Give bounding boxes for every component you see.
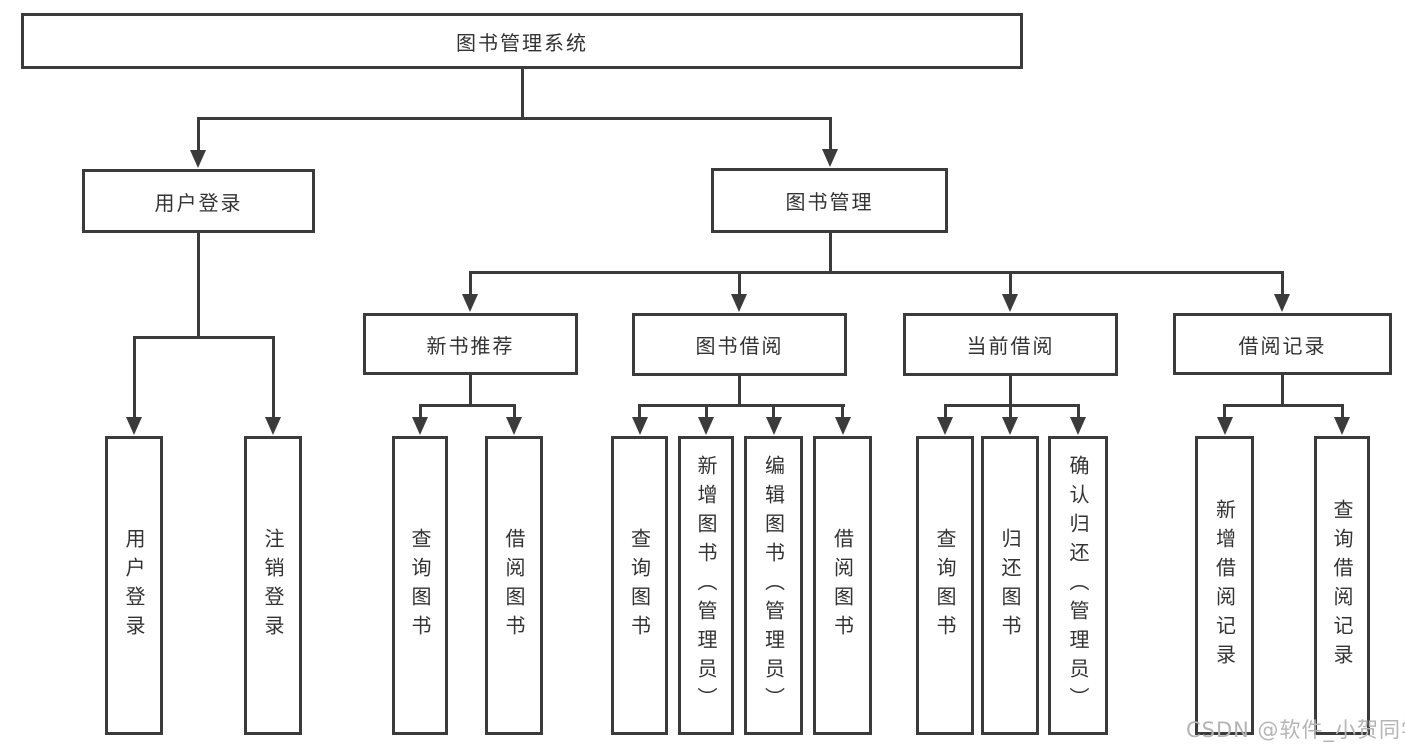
connector-line <box>828 233 832 273</box>
node-label: 新增图书（管理员） <box>694 455 718 716</box>
node-new-book-recommend: 新书推荐 <box>363 313 578 375</box>
node-current-borrow: 当前借阅 <box>903 313 1118 376</box>
node-label: 查询图书 <box>408 527 432 644</box>
arrow-down-icon <box>698 405 714 435</box>
leaf-add-book-admin: 新增图书（管理员） <box>678 436 734 735</box>
node-library-system: 图书管理系统 <box>21 13 1023 69</box>
connector-line <box>1222 403 1344 407</box>
connector-line <box>1280 375 1284 406</box>
leaf-borrow-books-1: 借阅图书 <box>485 436 543 735</box>
node-book-management: 图书管理 <box>711 168 948 233</box>
leaf-query-books-3: 查询图书 <box>916 436 974 735</box>
arrow-down-icon <box>834 405 851 435</box>
node-label: 用户登录 <box>122 527 146 644</box>
connector-line <box>737 376 741 406</box>
arrow-down-icon <box>1002 405 1018 435</box>
node-label: 新书推荐 <box>426 333 515 358</box>
node-user-login: 用户登录 <box>82 169 315 233</box>
connector-line <box>132 335 275 339</box>
connector-line <box>468 375 472 406</box>
node-label: 图书管理系统 <box>456 30 588 55</box>
node-label: 确认归还（管理员） <box>1066 455 1090 716</box>
arrow-down-icon <box>462 272 478 312</box>
node-label: 用户登录 <box>154 190 243 215</box>
node-label: 查询借阅记录 <box>1330 498 1354 673</box>
arrow-down-icon <box>937 405 953 435</box>
leaf-edit-book-admin: 编辑图书（管理员） <box>744 436 803 735</box>
arrow-down-icon <box>1334 405 1350 435</box>
connector-line <box>468 270 1284 274</box>
node-label: 图书管理 <box>785 190 874 214</box>
csdn-watermark: CSDN @软件_小贺同学 <box>1186 718 1405 742</box>
arrow-down-icon <box>1274 272 1290 312</box>
node-label: 借阅图书 <box>830 527 855 644</box>
node-label: 编辑图书（管理员） <box>761 455 786 716</box>
connector-line <box>943 403 1080 407</box>
leaf-add-borrow-record: 新增借阅记录 <box>1195 436 1254 735</box>
node-label: 借阅记录 <box>1238 333 1327 358</box>
node-label: 查询图书 <box>627 527 652 644</box>
connector-line <box>196 233 200 338</box>
node-book-borrow: 图书借阅 <box>632 313 847 376</box>
arrow-down-icon <box>1070 405 1086 435</box>
connector-line <box>637 403 845 407</box>
node-borrow-records: 借阅记录 <box>1173 313 1392 375</box>
connector-line <box>1008 376 1012 406</box>
arrow-down-icon <box>126 337 142 435</box>
leaf-confirm-return-admin: 确认归还（管理员） <box>1048 436 1108 735</box>
arrow-down-icon <box>731 272 747 312</box>
arrow-down-icon <box>1216 405 1233 435</box>
node-label: 注销登录 <box>261 527 285 644</box>
leaf-user-login: 用户登录 <box>105 436 163 735</box>
node-label: 借阅图书 <box>502 527 526 644</box>
arrow-down-icon <box>412 405 428 435</box>
leaf-query-borrow-record: 查询借阅记录 <box>1314 436 1370 735</box>
leaf-query-books-2: 查询图书 <box>611 436 668 735</box>
arrow-down-icon <box>265 337 281 435</box>
leaf-return-book: 归还图书 <box>981 436 1039 735</box>
node-label: 新增借阅记录 <box>1212 498 1237 673</box>
leaf-borrow-books-2: 借阅图书 <box>813 436 872 735</box>
connector-line <box>418 403 516 407</box>
arrow-down-icon <box>765 405 782 435</box>
node-label: 归还图书 <box>998 527 1022 644</box>
node-label: 图书借阅 <box>695 334 784 358</box>
arrow-down-icon <box>506 405 522 435</box>
connector-line <box>520 68 524 120</box>
arrow-down-icon <box>1002 272 1018 312</box>
leaf-logout: 注销登录 <box>244 436 302 735</box>
arrow-down-icon <box>631 405 648 435</box>
leaf-query-books-1: 查询图书 <box>392 436 448 735</box>
node-label: 查询图书 <box>933 527 957 644</box>
arrow-down-icon <box>190 118 206 168</box>
arrow-down-icon <box>822 118 838 167</box>
connector-line <box>196 116 832 120</box>
node-label: 当前借阅 <box>966 334 1055 358</box>
